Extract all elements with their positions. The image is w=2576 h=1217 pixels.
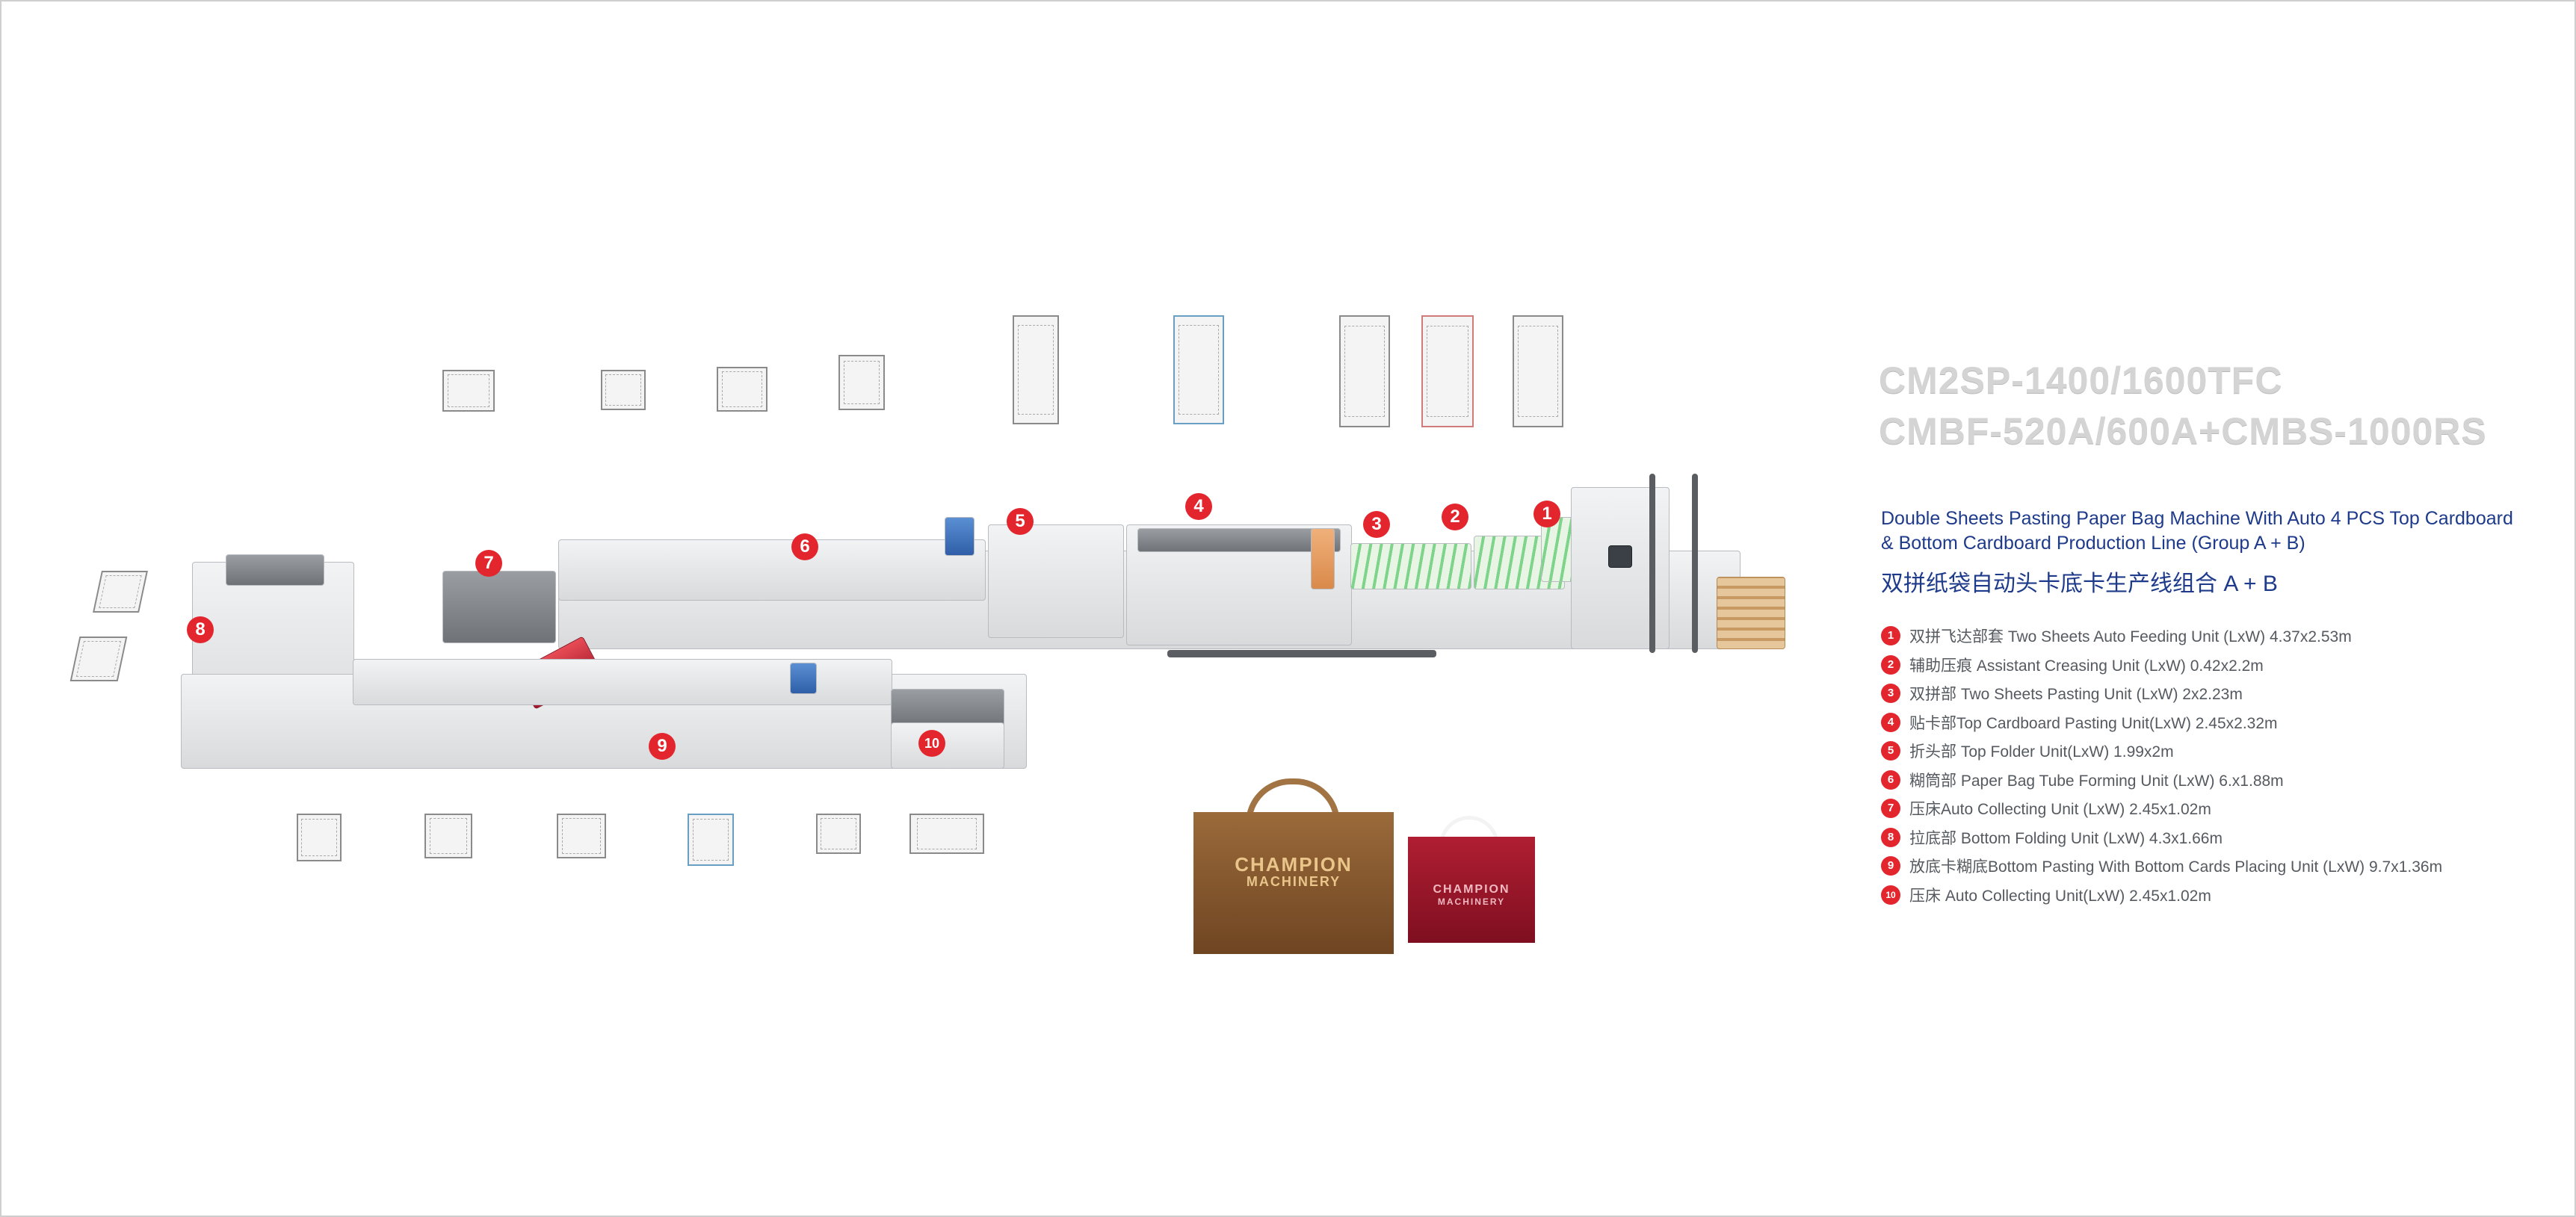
unit-3-two-sheets-pasting [1350,543,1471,589]
unit-6-tube-forming [558,539,986,601]
machine-badge-2: 2 [1442,504,1468,530]
product-description-en: Double Sheets Pasting Paper Bag Machine … [1881,508,2513,554]
unit-spec-text: 贴卡部Top Cardboard Pasting Unit(LxW) 2.45x… [1909,714,2278,732]
sheet-thumb-5 [1013,315,1059,424]
unit-10-collector [891,689,1004,728]
machine-badge-4: 4 [1185,493,1212,520]
sheet-thumb-2 [601,370,646,410]
unit-spec-item: 2 辅助压痕 Assistant Creasing Unit (LxW) 0.42… [1881,651,2442,680]
unit-7-collector [442,571,556,643]
bag-diagram-6 [909,814,984,854]
unit-number-badge: 4 [1881,712,1900,732]
machine-badge-9: 9 [649,733,676,760]
bag-diagram-2 [424,814,472,858]
sheet-thumb-9 [1513,315,1563,427]
unit-spec-item: 4 贴卡部Top Cardboard Pasting Unit(LxW) 2.45… [1881,708,2442,737]
sheet-thumb-7 [1339,315,1390,427]
unit-4-cardboard-stack [1311,528,1335,589]
bag-logo-line2: MACHINERY [1246,874,1341,889]
unit-spec-text: 折头部 Top Folder Unit(LxW) 1.99x2m [1909,743,2174,761]
sheet-thumb-4 [838,355,885,410]
unit-number-badge: 3 [1881,684,1900,704]
unit-spec-text: 拉底部 Bottom Folding Unit (LxW) 4.3x1.66m [1909,829,2223,847]
machine-badge-10: 10 [918,730,945,757]
product-description-cn: 双拼纸袋自动头卡底卡生产线组合 A + B [1881,572,2278,596]
unit-number-badge: 10 [1881,885,1900,905]
sheet-thumb-8 [1421,315,1474,427]
unit-1-touch-screen [1608,545,1632,568]
unit-number-badge: 6 [1881,769,1900,790]
machine-badge-5: 5 [1007,508,1034,535]
unit-spec-text: 双拼飞达部套 Two Sheets Auto Feeding Unit (LxW… [1909,628,2352,646]
unit-number-badge: 1 [1881,626,1900,646]
machine-badge-6: 6 [791,533,818,560]
unit-number-badge: 7 [1881,799,1900,819]
unit-number-badge: 5 [1881,741,1900,761]
unit-spec-item: 3 双拼部 Two Sheets Pasting Unit (LxW) 2x2.2… [1881,679,2442,708]
bag-diagram-1 [297,814,342,861]
feeder-frame-post-2 [1692,474,1698,653]
red-paper-bag: CHAMPION MACHINERY [1408,816,1535,943]
unit-5-cabinet [945,517,975,556]
unit-spec-text: 双拼部 Two Sheets Pasting Unit (LxW) 2x2.23… [1909,686,2243,704]
bag-body [1408,837,1535,943]
sheet-thumb-left-2 [70,637,128,681]
bag-logo-line1: CHAMPION [1235,853,1353,876]
machine-badge-3: 3 [1363,511,1390,538]
unit-spec-text: 压床Auto Collecting Unit (LxW) 2.45x1.02m [1909,801,2211,819]
unit-spec-item: 6 糊筒部 Paper Bag Tube Forming Unit (LxW) 6… [1881,766,2442,795]
feeder-frame-post-1 [1649,474,1655,653]
unit-spec-item: 9 放底卡糊底Bottom Pasting With Bottom Cards P… [1881,852,2442,881]
sheet-thumb-6 [1173,315,1224,424]
machine-badge-8: 8 [187,616,214,643]
bag-diagram-4 [688,814,734,866]
unit-spec-text: 糊筒部 Paper Bag Tube Forming Unit (LxW) 6.… [1909,772,2284,790]
sheet-thumb-1 [442,370,495,412]
unit-number-badge: 2 [1881,654,1900,675]
unit-spec-text: 放底卡糊底Bottom Pasting With Bottom Cards Pl… [1909,858,2443,876]
conveyor-rail [1167,650,1436,657]
unit-4-top-cover [1137,528,1341,552]
unit-spec-text: 压床 Auto Collecting Unit(LxW) 2.45x1.02m [1909,887,2211,905]
sheet-thumb-3 [717,367,767,412]
bag-logo-line1: CHAMPION [1433,883,1510,896]
unit-spec-item: 7 压床Auto Collecting Unit (LxW) 2.45x1.02m [1881,794,2442,823]
unit-number-badge: 9 [1881,856,1900,876]
unit-10-base [891,722,1004,769]
sheet-thumb-left-1 [93,571,148,613]
unit-8-top-frame [226,554,324,586]
unit-9-cabinet [790,663,817,694]
unit-number-badge: 8 [1881,827,1900,847]
machine-badge-7: 7 [475,550,502,577]
bag-diagram-3 [557,814,606,858]
brown-paper-bag: CHAMPION MACHINERY [1193,778,1394,954]
paper-pallet [1717,577,1785,649]
bag-diagram-5 [816,814,861,854]
unit-spec-item: 8 拉底部 Bottom Folding Unit (LxW) 4.3x1.66m [1881,823,2442,852]
model-title-line1: CM2SP-1400/1600TFC [1879,359,2283,401]
unit-spec-item: 1 双拼飞达部套 Two Sheets Auto Feeding Unit (Lx… [1881,622,2442,651]
unit-spec-item: 5 折头部 Top Folder Unit(LxW) 1.99x2m [1881,737,2442,766]
unit-spec-text: 辅助压痕 Assistant Creasing Unit (LxW) 0.42x… [1909,657,2264,675]
machine-badge-1: 1 [1533,501,1560,527]
bag-body [1193,812,1394,954]
bag-logo-line2: MACHINERY [1437,897,1506,907]
unit-spec-list: 1 双拼飞达部套 Two Sheets Auto Feeding Unit (Lx… [1881,622,2442,909]
model-title-line2: CMBF-520A/600A+CMBS-1000RS [1879,410,2487,452]
unit-5-top-folder [988,524,1124,638]
unit-spec-item: 10 压床 Auto Collecting Unit(LxW) 2.45x1.02… [1881,881,2442,910]
